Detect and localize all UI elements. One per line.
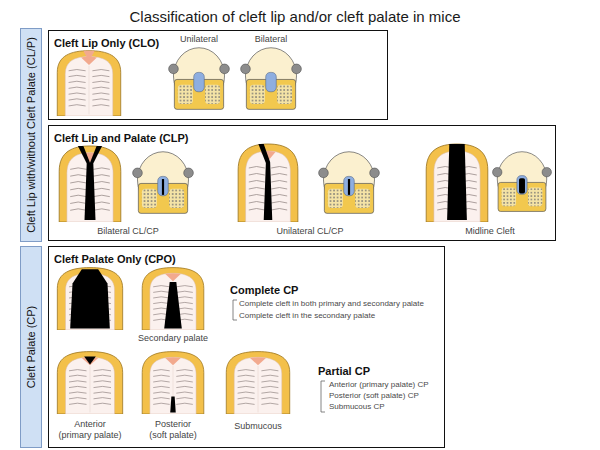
figure-label: Unilateral <box>180 34 218 45</box>
figure-label: Anterior (primary palate) CP <box>329 380 429 390</box>
category-box: Cleft Lip and Palate (CLP) <box>48 125 556 241</box>
figure-label: Partial CP <box>318 365 370 378</box>
box-heading: Cleft Lip and Palate (CLP) <box>54 132 188 144</box>
figure-label: Submucous CP <box>329 402 385 412</box>
figure-label: Posterior (soft palate) <box>145 419 201 441</box>
figure-label: Posterior (soft palate) CP <box>329 391 419 401</box>
diagram-title: Classification of cleft lip and/or cleft… <box>0 8 590 25</box>
figure-label: Midline Cleft <box>465 226 515 237</box>
figure-label: Complete cleft in the secondary palate <box>239 311 375 321</box>
figure-label: Secondary palate <box>138 333 208 344</box>
band-label: Cleft Lip with/without Cleft Palate (CL/… <box>25 37 37 233</box>
figure-label: Submucous <box>234 421 282 432</box>
figure-label: Unilateral CL/CP <box>276 226 343 237</box>
category-band: Cleft Palate (CP) <box>20 246 42 448</box>
box-heading: Cleft Palate Only (CPO) <box>54 253 176 265</box>
band-label: Cleft Palate (CP) <box>25 306 37 389</box>
category-box: Cleft Palate Only (CPO) <box>48 246 445 448</box>
figure-label: Complete CP <box>230 284 298 297</box>
figure-label: Complete cleft in both primary and secon… <box>239 299 424 309</box>
figure-label: Anterior (primary palate) <box>58 419 123 441</box>
figure-label: Bilateral CL/CP <box>97 226 159 237</box>
category-band: Cleft Lip with/without Cleft Palate (CL/… <box>20 28 42 242</box>
figure-label: Bilateral <box>255 34 288 45</box>
box-heading: Cleft Lip Only (CLO) <box>54 37 159 49</box>
